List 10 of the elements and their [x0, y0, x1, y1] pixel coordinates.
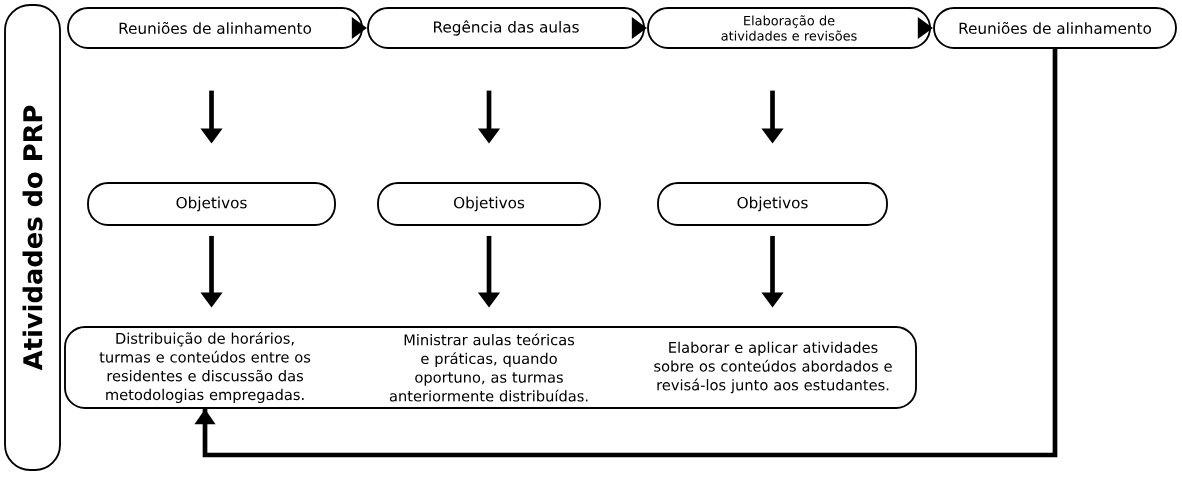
activity-box: Elaboração de atividades e revisões — [647, 7, 931, 49]
activity-box: Regência das aulas — [367, 7, 645, 49]
arrow — [194, 48, 1058, 458]
description-box: Distribuição de horários, turmas e conteúdos entre os residentes e discussão das metodologias empregadas. Ministrar aulas teóricas e práticas, quando oportuno, as turmas anteriormente distribuídas. Elaborar e aplicar atividades sobre os conteúdos abordados e revisá-los junto aos estudantes. — [64, 326, 917, 409]
objective-box: Objetivos — [377, 182, 601, 226]
objective-box: Objetivos — [87, 182, 336, 226]
activity-box: Reuniões de alinhamento — [933, 7, 1177, 49]
rotated-label-band: Atividades do PRP — [4, 4, 61, 471]
activity-box: Reuniões de alinhamento — [67, 7, 363, 49]
objective-box: Objetivos — [657, 182, 888, 226]
